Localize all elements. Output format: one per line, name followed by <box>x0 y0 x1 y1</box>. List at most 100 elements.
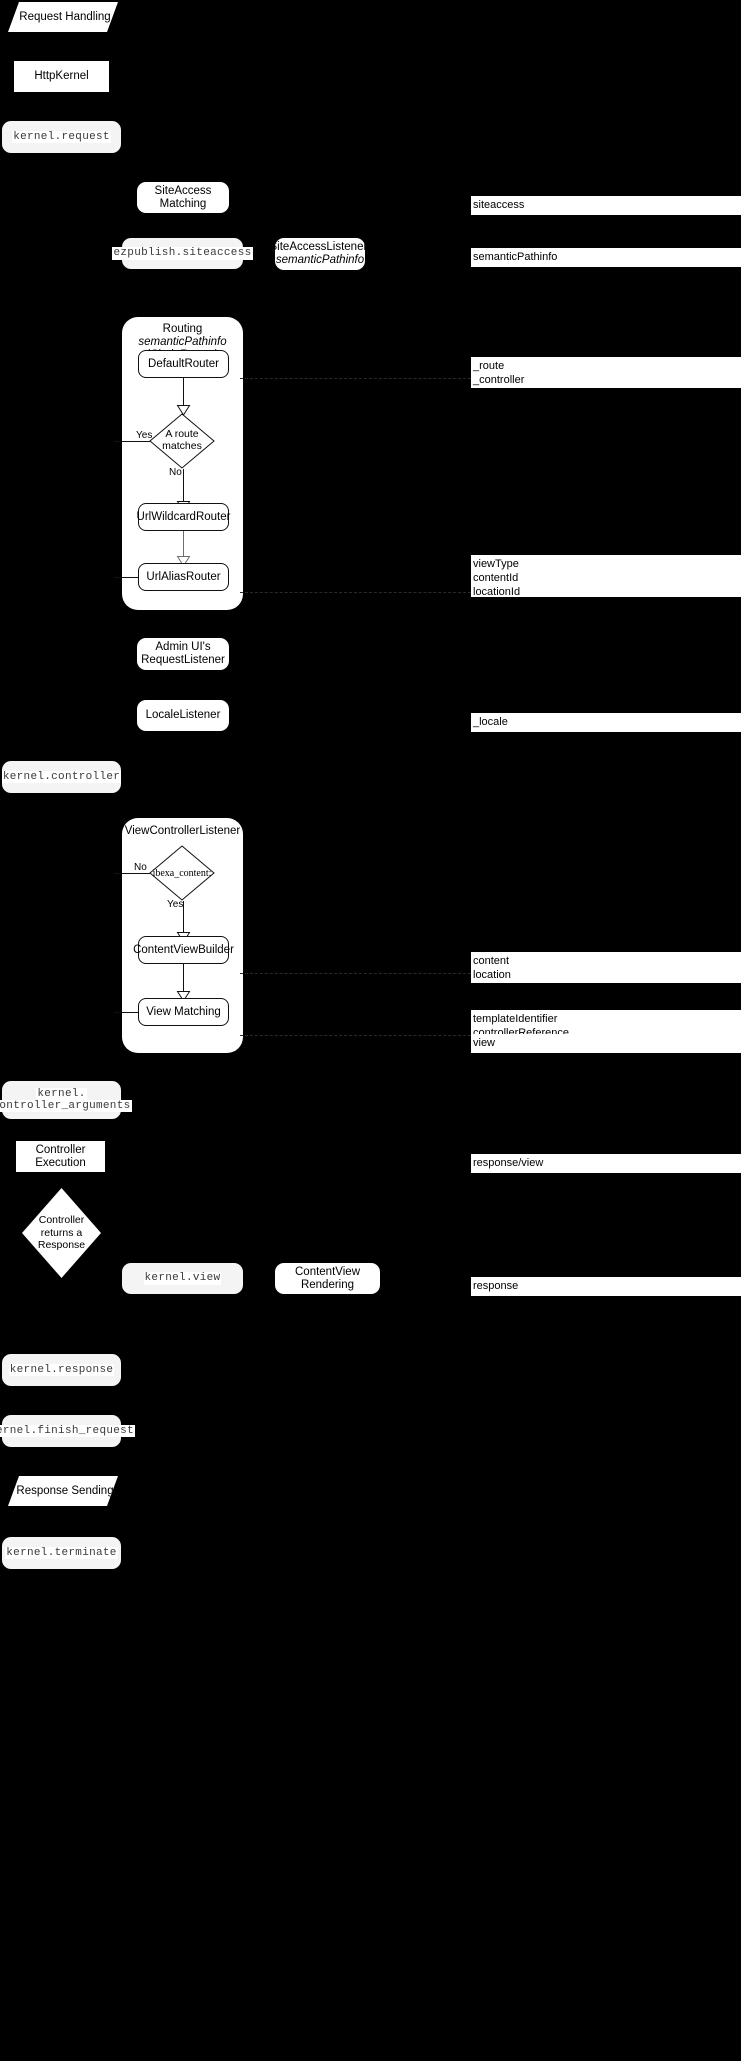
event-kernel-finish-request[interactable]: kernel.finish_request <box>0 1415 135 1447</box>
group-routing: Routing semanticPathinfo (ChainRouter) D… <box>114 317 243 610</box>
node-url-alias-router[interactable]: UrlAliasRouter <box>138 563 229 591</box>
label-route-yes-text: Yes <box>136 430 153 441</box>
node-http-kernel[interactable]: HttpKernel <box>14 61 109 92</box>
event-kernel-response[interactable]: kernel.response <box>2 1354 121 1386</box>
phase-request-handling: Request Handling <box>8 2 118 32</box>
arrowhead-to-route-decision <box>176 405 191 416</box>
label-route-no-text: No <box>169 467 182 478</box>
decision-controller-returns-response-line2: returns a <box>40 1226 83 1239</box>
node-url-alias-router-label: UrlAliasRouter <box>146 571 221 583</box>
decision-controller-returns-response-line3: Response <box>37 1239 86 1252</box>
decision-ibexa-content-text: ibexa_content: <box>153 868 212 879</box>
event-kernel-controller-arguments-line1: kernel. <box>36 1087 87 1100</box>
decision-controller-returns-response-text: Controller returns a Response <box>38 1214 85 1251</box>
arrowhead-to-urlaliasrouter <box>176 556 191 567</box>
label-route-yes: Yes <box>136 430 152 441</box>
edge-route-no <box>183 469 184 505</box>
event-kernel-view-label: kernel.view <box>143 1272 222 1285</box>
phase-request-handling-label: Request Handling <box>19 10 111 23</box>
node-locale-listener[interactable]: LocaleListener <box>137 700 229 731</box>
attr-content-location: content location <box>471 952 741 983</box>
label-vcl-no-text: No <box>134 862 147 873</box>
event-kernel-controller-label: kernel.controller <box>1 770 122 784</box>
attr-view: view <box>471 1034 741 1053</box>
dashed-viewmatching-to-template-attrs <box>240 1035 476 1036</box>
label-vcl-no: No <box>134 862 147 873</box>
group-routing-title-a: Routing <box>162 323 203 335</box>
edge-urlwildcard-to-urlalias <box>183 531 184 561</box>
edge-viewmatching-left <box>114 1012 138 1013</box>
attr-viewtype-line-1: contentId <box>473 572 519 585</box>
event-ezpublish-siteaccess-label: ezpublish.siteaccess <box>112 247 253 260</box>
event-kernel-controller-arguments[interactable]: kernel. controller_arguments <box>0 1081 132 1119</box>
attr-template-line-0: templateIdentifier <box>473 1013 558 1025</box>
attr-viewtype-contentid-locationid: viewType contentId locationId <box>471 555 741 599</box>
attr-semanticpathinfo-line-0: semanticPathinfo <box>473 251 558 263</box>
decision-controller-returns-response[interactable]: Controller returns a Response <box>22 1188 101 1278</box>
node-siteaccess-listener-sublabel: semanticPathinfo <box>275 254 365 266</box>
event-kernel-response-label: kernel.response <box>8 1363 115 1377</box>
label-vcl-yes-text: Yes <box>167 899 184 910</box>
event-kernel-view[interactable]: kernel.view <box>122 1263 243 1294</box>
node-controller-execution[interactable]: Controller Execution <box>16 1141 105 1172</box>
attr-response-view: response/view <box>471 1154 741 1173</box>
arrowhead-to-viewmatching <box>176 991 191 1002</box>
event-kernel-terminate-label: kernel.terminate <box>5 1546 118 1560</box>
node-default-router-label: DefaultRouter <box>148 358 219 370</box>
event-kernel-request[interactable]: kernel.request <box>2 121 121 153</box>
dashed-contentviewbuilder-to-content-attrs <box>240 973 476 974</box>
phase-response-sending-label: Response Sending <box>16 1484 114 1497</box>
attr-route-controller-line-0: _route <box>473 360 505 372</box>
node-admin-ui-request-listener[interactable]: Admin UI's RequestListener <box>137 638 229 670</box>
node-siteaccess-matching[interactable]: SiteAccess Matching <box>137 182 229 213</box>
event-ezpublish-siteaccess[interactable]: ezpublish.siteaccess <box>112 238 253 269</box>
node-locale-listener-label: LocaleListener <box>145 709 221 722</box>
node-admin-ui-request-listener-line1: Admin UI's <box>155 641 211 654</box>
phase-response-sending: Response Sending <box>8 1476 118 1506</box>
attr-content-line-0: content <box>473 955 510 967</box>
label-route-no: No <box>169 467 182 478</box>
attr-response: response <box>471 1277 741 1296</box>
node-contentview-rendering[interactable]: ContentView Rendering <box>275 1263 380 1294</box>
decision-a-route-matches[interactable]: A route matches <box>149 413 215 469</box>
edge-vcl-no <box>114 873 150 874</box>
edge-contentviewbuilder-to-viewmatching <box>183 964 184 996</box>
attr-locale-line-0: _locale <box>473 716 508 728</box>
attr-siteaccess-line-0: siteaccess <box>473 199 525 211</box>
event-kernel-terminate[interactable]: kernel.terminate <box>2 1537 121 1569</box>
node-default-router[interactable]: DefaultRouter <box>138 350 229 378</box>
event-kernel-controller[interactable]: kernel.controller <box>1 761 122 793</box>
group-view-controller-listener-title: ViewControllerListener <box>122 825 243 838</box>
node-url-wildcard-router[interactable]: UrlWildcardRouter <box>136 503 231 531</box>
attr-route-controller-line-1: _controller <box>473 374 525 387</box>
edge-urlalias-left <box>114 577 138 578</box>
group-view-controller-listener-title-text: ViewControllerListener <box>124 825 241 837</box>
decision-controller-returns-response-line1: Controller <box>38 1214 85 1227</box>
decision-a-route-matches-text: A route matches <box>162 429 202 452</box>
decision-a-route-matches-shape <box>149 413 215 469</box>
attr-response-view-line-0: response/view <box>473 1157 544 1169</box>
decision-ibexa-content[interactable]: ibexa_content: <box>149 845 215 901</box>
node-http-kernel-label: HttpKernel <box>34 70 89 83</box>
event-kernel-request-label: kernel.request <box>12 130 111 144</box>
node-view-matching-label: View Matching <box>146 1006 221 1018</box>
decision-ibexa-content-label: ibexa_content: <box>152 867 212 879</box>
group-view-controller-listener: ViewControllerListener ibexa_content: No… <box>114 818 243 1053</box>
node-siteaccess-listener[interactable]: SiteAccessListener: semanticPathinfo <box>270 238 371 270</box>
event-kernel-controller-arguments-line2: controller_arguments <box>0 1100 132 1113</box>
attr-semanticpathinfo: semanticPathinfo <box>471 248 741 267</box>
node-controller-execution-label: Controller Execution <box>35 1143 86 1169</box>
attr-route-controller: _route _controller <box>471 357 741 388</box>
attr-content-line-1: location <box>473 969 511 982</box>
decision-ibexa-content-shape <box>149 845 215 901</box>
node-contentview-rendering-label: ContentView Rendering <box>295 1265 360 1291</box>
edge-route-yes <box>114 441 150 442</box>
attr-locale: _locale <box>471 713 741 732</box>
node-url-wildcard-router-label: UrlWildcardRouter <box>136 511 231 523</box>
node-view-matching[interactable]: View Matching <box>138 998 229 1026</box>
node-content-view-builder[interactable]: ContentViewBuilder <box>133 936 234 964</box>
decision-a-route-matches-line1: A route <box>165 428 199 441</box>
attr-viewtype-line-2: locationId <box>473 586 521 599</box>
attr-viewtype-line-0: viewType <box>473 558 519 570</box>
attr-siteaccess: siteaccess <box>471 196 741 215</box>
